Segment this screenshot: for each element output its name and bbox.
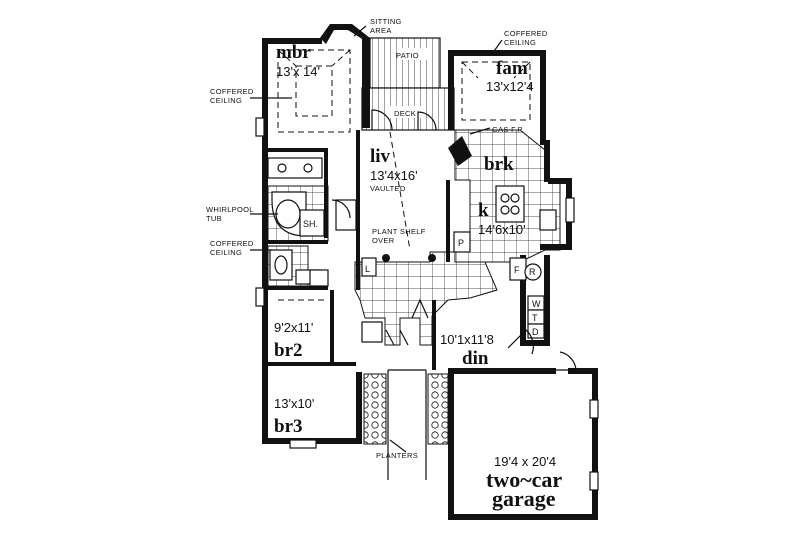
br3-name: br3 [274,416,303,437]
fireplace-icon [448,136,472,166]
planters [363,369,449,480]
sitting-area-note-1: SITTING [370,17,402,26]
fixtures: SH. P L F R W T D [267,136,557,343]
leader-lines [250,25,503,453]
dryer-label: D [532,327,539,337]
walls [262,24,598,520]
coffered-w-note-1: COFFERED [210,87,254,96]
shower-label: SH. [303,219,318,229]
br2-dims: 9'2x11' [274,320,313,335]
din-dims: 10'1x11'8 [440,332,494,347]
tub-sink-label: T [532,313,538,323]
coffered-sw-note-2: CEILING [210,248,242,257]
linen-closet [361,257,377,277]
plant-shelf-note-2: OVER [372,236,395,245]
shower [299,209,325,237]
fam-name: fam [496,58,528,79]
pantry [453,231,471,253]
sitting-area-note-2: AREA [370,26,392,35]
coffered-ne-note-2: CEILING [504,38,536,47]
kitchen-island [495,185,525,223]
mbr-name: mbr [276,42,311,63]
garage-dims: 19'4 x 20'4 [494,454,556,469]
liv-name: liv [370,146,391,167]
linen-label: L [365,264,370,274]
liv-note: VAULTED [370,184,406,193]
garage-name-2: garage [492,486,556,511]
fridge-label: F [514,265,520,275]
fam-dims: 13'x12'4 [486,79,534,94]
pantry-label: P [458,238,464,248]
din-name: din [462,348,489,369]
k-name: k [478,200,489,221]
br3-dims: 13'x10' [274,396,314,411]
patio-label: PATIO [396,51,419,60]
whirlpool-note-1: WHIRLPOOL [206,205,254,214]
range-label: R [529,267,536,277]
brk-name: brk [484,154,514,175]
range [524,263,542,281]
br2-name: br2 [274,340,303,361]
plant-shelf-note-1: PLANT SHELF [372,227,426,236]
k-dims: 14'6x10' [478,222,526,237]
garage-name-1: two~car [486,467,562,492]
dryer [527,323,545,339]
gas-fp-label: GAS F.P. [492,125,524,134]
windows [255,117,599,491]
coffered-sw-note-1: COFFERED [210,239,254,248]
patio [369,37,441,89]
whirlpool-note-2: TUB [206,214,222,223]
coffered-lines [277,49,531,301]
deck-label: DECK [394,109,416,118]
mbr-dims: 13'x 14' [276,64,320,79]
coffered-ne-note-1: COFFERED [504,29,548,38]
doors [331,109,577,371]
planters-label: PLANTERS [376,451,418,460]
washer-label: W [532,299,541,309]
liv-dims: 13'4x16' [370,168,418,183]
coffered-w-note-2: CEILING [210,96,242,105]
